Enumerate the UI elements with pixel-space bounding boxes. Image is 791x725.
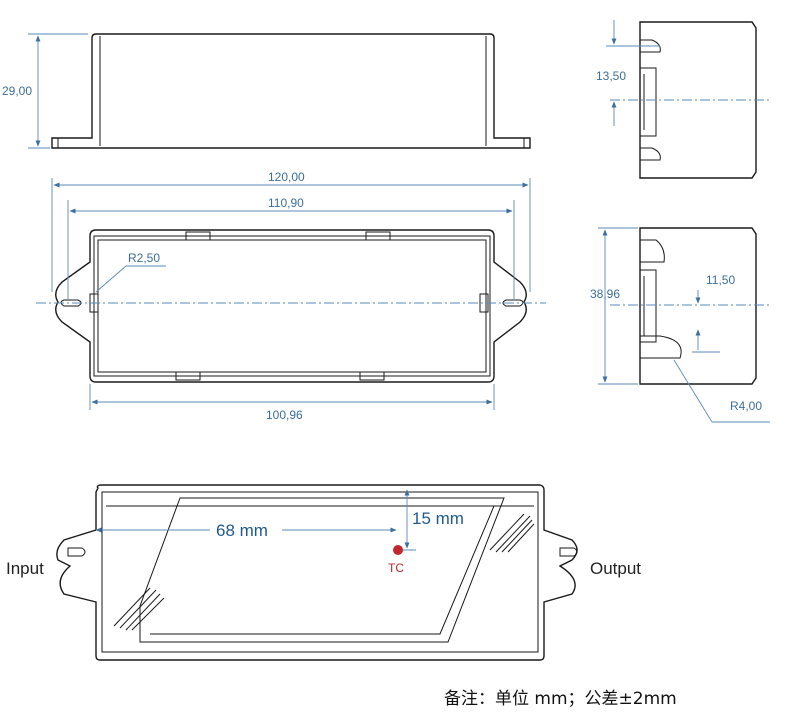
height-label: 29,00 [2, 84, 32, 98]
tc-y-distance: 15 mm [412, 509, 464, 528]
mounting-length-label: 110,90 [268, 196, 304, 210]
overall-length-label: 120,00 [268, 170, 305, 184]
side-height-dimension: 13,50 [596, 20, 660, 126]
vent-pattern-right [489, 513, 535, 553]
top-view [36, 229, 546, 383]
input-label: Input [6, 559, 44, 578]
side-height-label: 13,50 [596, 69, 626, 83]
side-view-top [610, 21, 772, 179]
slot-radius-label: R4,00 [730, 399, 762, 413]
corner-radius-label: R2,50 [128, 251, 160, 265]
side-width-label: 38,96 [590, 287, 620, 301]
side-offset-label: 11,50 [706, 273, 735, 287]
footer-note: 备注：单位 mm；公差±2mm [444, 689, 677, 709]
tc-product-view: 68 mm 15 mm TC Input Output [6, 484, 641, 661]
body-length-label: 100,96 [266, 408, 303, 422]
front-view [51, 33, 531, 149]
length-dimensions: 120,00 110,90 100,96 R2,50 [51, 170, 531, 422]
tc-label: TC [388, 561, 404, 575]
height-dimension: 29,00 [2, 33, 88, 149]
vent-pattern-left [113, 587, 165, 631]
side-width-dimensions: 38,96 11,50 R4,00 [590, 227, 770, 423]
tc-point [393, 545, 403, 555]
tc-x-distance: 68 mm [216, 521, 268, 540]
output-label: Output [590, 559, 641, 578]
side-view-bottom [610, 227, 772, 385]
